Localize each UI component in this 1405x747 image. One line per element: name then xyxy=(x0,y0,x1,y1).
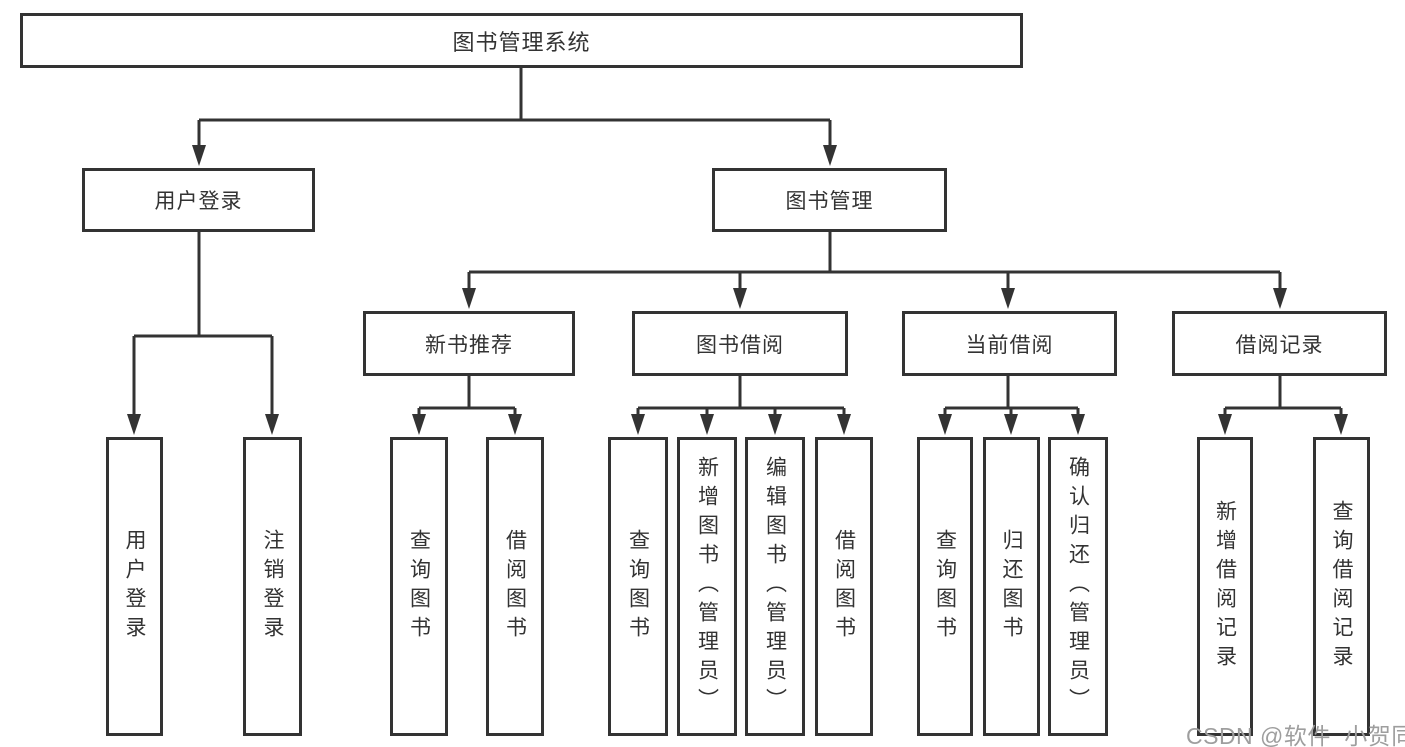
node-label: 新书推荐 xyxy=(425,333,513,357)
node-user-login: 用户登录 xyxy=(82,168,315,232)
node-label: 图书管理系统 xyxy=(452,29,591,55)
leaf-query-borrow-record: 查询借阅记录 xyxy=(1313,437,1370,736)
leaf-add-books-admin: 新增图书（管理员） xyxy=(677,437,737,736)
leaf-logout-login: 注销登录 xyxy=(243,437,302,736)
node-label: 借阅图书 xyxy=(832,528,856,645)
node-label: 图书借阅 xyxy=(696,333,784,357)
node-label: 当前借阅 xyxy=(965,333,1054,357)
node-label: 借阅记录 xyxy=(1235,333,1324,357)
node-book-management: 图书管理 xyxy=(712,168,947,232)
node-label: 借阅图书 xyxy=(503,528,527,645)
watermark: CSDN @软件_小贺同学 xyxy=(1186,723,1405,747)
node-book-borrowing: 图书借阅 xyxy=(632,311,848,376)
node-label: 查询图书 xyxy=(626,528,650,645)
leaf-query-books-current: 查询图书 xyxy=(917,437,973,736)
leaf-return-books: 归还图书 xyxy=(983,437,1040,736)
leaf-borrow-books-borrowing: 借阅图书 xyxy=(815,437,873,736)
node-library-management-system: 图书管理系统 xyxy=(20,13,1023,68)
node-new-book-recommendation: 新书推荐 xyxy=(363,311,575,376)
node-label: 新增图书（管理员） xyxy=(695,456,719,717)
node-label: 图书管理 xyxy=(785,190,874,213)
node-label: 新增借阅记录 xyxy=(1213,499,1237,674)
node-label: 用户登录 xyxy=(154,190,243,213)
leaf-borrow-books-recommend: 借阅图书 xyxy=(486,437,544,736)
node-label: 注销登录 xyxy=(261,528,284,645)
node-label: 确认归还（管理员） xyxy=(1066,456,1090,717)
leaf-confirm-return-admin: 确认归还（管理员） xyxy=(1048,437,1108,736)
leaf-query-books-recommend: 查询图书 xyxy=(390,437,448,736)
node-current-borrowing: 当前借阅 xyxy=(902,311,1117,376)
leaf-query-books-borrowing: 查询图书 xyxy=(608,437,668,736)
node-label: 查询图书 xyxy=(933,528,957,645)
node-label: 查询图书 xyxy=(407,528,431,645)
node-label: 用户登录 xyxy=(123,528,146,645)
node-borrowing-records: 借阅记录 xyxy=(1172,311,1387,376)
node-label: 归还图书 xyxy=(1000,528,1023,645)
node-label: 查询借阅记录 xyxy=(1330,499,1353,674)
leaf-edit-books-admin: 编辑图书（管理员） xyxy=(745,437,805,736)
node-label: 编辑图书（管理员） xyxy=(763,456,787,717)
leaf-user-login: 用户登录 xyxy=(106,437,163,736)
leaf-add-borrow-record: 新增借阅记录 xyxy=(1197,437,1253,736)
